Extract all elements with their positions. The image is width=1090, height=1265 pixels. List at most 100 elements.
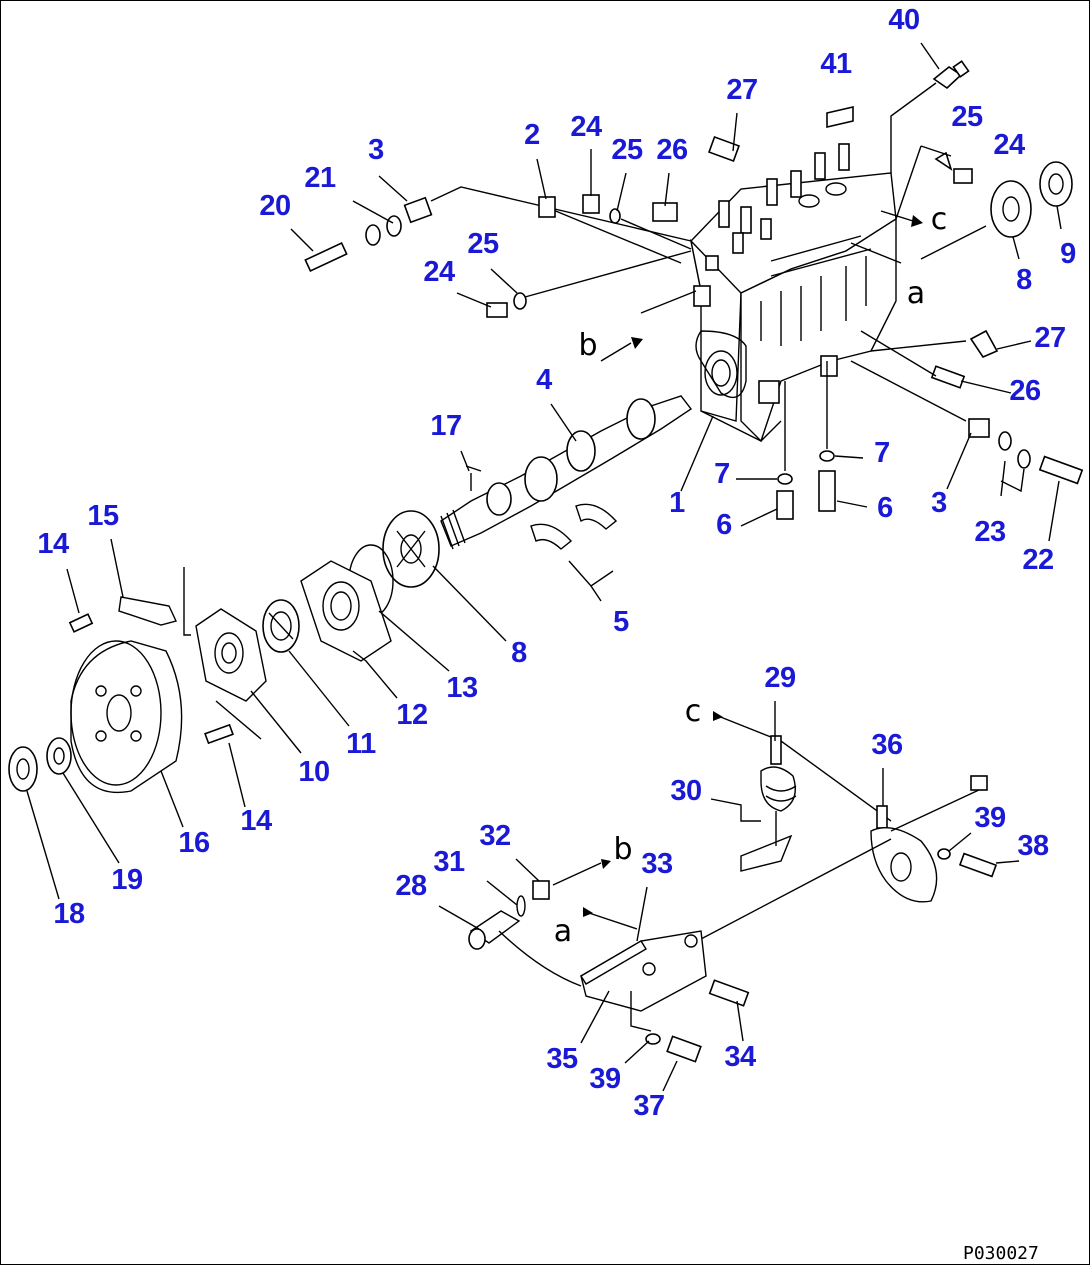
callout-c33: 33 bbox=[641, 848, 673, 880]
callout-c38: 38 bbox=[1017, 830, 1049, 862]
view-letter-la-low: a bbox=[554, 914, 572, 949]
linkage-assembly bbox=[468, 711, 998, 1063]
washer-21b bbox=[386, 215, 402, 237]
washer-7a bbox=[777, 473, 793, 485]
bolt-24a bbox=[953, 168, 973, 184]
view-letter-lb-left: b bbox=[578, 328, 597, 363]
camshaft bbox=[440, 395, 693, 550]
view-letter-lb-low: b bbox=[613, 832, 632, 867]
washer-7b bbox=[819, 450, 835, 462]
callout-c14a: 14 bbox=[37, 528, 69, 560]
label-plate-41 bbox=[826, 105, 854, 129]
callout-c26a: 26 bbox=[656, 134, 688, 166]
callout-c12: 12 bbox=[396, 699, 427, 731]
callout-c25b: 25 bbox=[611, 134, 643, 166]
callout-c4: 4 bbox=[536, 364, 552, 396]
callout-c13: 13 bbox=[446, 672, 478, 704]
callout-c9: 9 bbox=[1060, 238, 1076, 270]
callout-c24a: 24 bbox=[993, 129, 1025, 161]
fitting-3b bbox=[968, 418, 990, 438]
callout-c19: 19 bbox=[111, 864, 143, 896]
callout-c24b: 24 bbox=[570, 111, 602, 143]
callout-c3b: 3 bbox=[931, 487, 947, 519]
callout-c30: 30 bbox=[670, 775, 701, 807]
washer-21a bbox=[365, 224, 381, 246]
bolt-24b bbox=[582, 194, 600, 214]
callout-c28: 28 bbox=[395, 870, 427, 902]
view-letter-la-top: a bbox=[907, 276, 925, 311]
callout-c32: 32 bbox=[479, 820, 510, 852]
fitting-2 bbox=[538, 196, 556, 218]
callout-c39a: 39 bbox=[974, 802, 1006, 834]
callout-c21: 21 bbox=[304, 162, 336, 194]
cover-plate-12 bbox=[300, 560, 392, 662]
callout-c15: 15 bbox=[87, 500, 119, 532]
callout-c35: 35 bbox=[546, 1043, 578, 1075]
fitting-27a bbox=[708, 136, 740, 162]
washer-25a bbox=[934, 151, 953, 171]
bolt-6a bbox=[776, 490, 794, 520]
nut-18 bbox=[8, 746, 38, 792]
callout-c29: 29 bbox=[764, 662, 796, 694]
callout-c10: 10 bbox=[298, 756, 329, 788]
callout-c3a: 3 bbox=[368, 134, 384, 166]
cover-10 bbox=[195, 608, 267, 702]
callout-c7a: 7 bbox=[874, 437, 890, 469]
pump-housing bbox=[689, 143, 897, 443]
callout-c8b: 8 bbox=[511, 637, 527, 669]
callout-c17: 17 bbox=[430, 410, 461, 442]
bearing-11 bbox=[262, 599, 300, 653]
arrow-a bbox=[850, 242, 902, 264]
callout-c16: 16 bbox=[178, 827, 210, 859]
callout-c26b: 26 bbox=[1009, 375, 1041, 407]
callout-c24c: 24 bbox=[423, 256, 455, 288]
leader-line bbox=[890, 82, 937, 173]
cap-9 bbox=[1039, 161, 1073, 207]
callout-c23: 23 bbox=[974, 516, 1006, 548]
callout-c37: 37 bbox=[633, 1090, 664, 1122]
fitting-40-tip bbox=[952, 60, 970, 78]
fitting-3a bbox=[403, 196, 433, 224]
washer-23b bbox=[1017, 449, 1031, 469]
bolt-14b bbox=[204, 723, 234, 745]
view-letter-lc-top: c bbox=[931, 202, 948, 237]
washer-25c bbox=[513, 292, 527, 310]
callout-c20: 20 bbox=[259, 190, 290, 222]
callout-c27b: 27 bbox=[1034, 322, 1065, 354]
callout-c1: 1 bbox=[669, 487, 685, 519]
coupling-8b bbox=[990, 180, 1032, 238]
callout-c27a: 27 bbox=[726, 74, 757, 106]
fitting-26b bbox=[930, 365, 966, 389]
callout-c14b: 14 bbox=[240, 805, 272, 837]
callout-c6a: 6 bbox=[716, 509, 732, 541]
leader-lines bbox=[26, 42, 1062, 1092]
bolt-20 bbox=[304, 242, 348, 272]
callout-c41: 41 bbox=[820, 48, 852, 80]
arrow-c bbox=[880, 210, 914, 222]
callout-c39b: 39 bbox=[589, 1063, 621, 1095]
bearing-halves-5 bbox=[530, 503, 618, 587]
timer-16 bbox=[70, 640, 183, 794]
callout-c8a: 8 bbox=[1016, 264, 1032, 296]
bracket-15 bbox=[118, 596, 177, 626]
bolt-14a bbox=[68, 613, 94, 633]
callout-c25c: 25 bbox=[467, 228, 499, 260]
washer-19 bbox=[46, 737, 72, 775]
washer-25b bbox=[609, 208, 621, 224]
callout-c25a: 25 bbox=[951, 101, 983, 133]
callout-c34: 34 bbox=[724, 1041, 756, 1073]
bolt-6b bbox=[818, 470, 836, 512]
key-17 bbox=[465, 465, 482, 472]
callout-c22: 22 bbox=[1022, 544, 1053, 576]
coupling-8 bbox=[382, 510, 440, 588]
bolt-22 bbox=[1038, 455, 1084, 485]
callout-c31: 31 bbox=[433, 846, 465, 878]
callout-c11: 11 bbox=[346, 728, 376, 760]
callout-c5: 5 bbox=[613, 606, 629, 638]
callout-c36: 36 bbox=[871, 729, 903, 761]
fitting-27b bbox=[969, 329, 999, 358]
